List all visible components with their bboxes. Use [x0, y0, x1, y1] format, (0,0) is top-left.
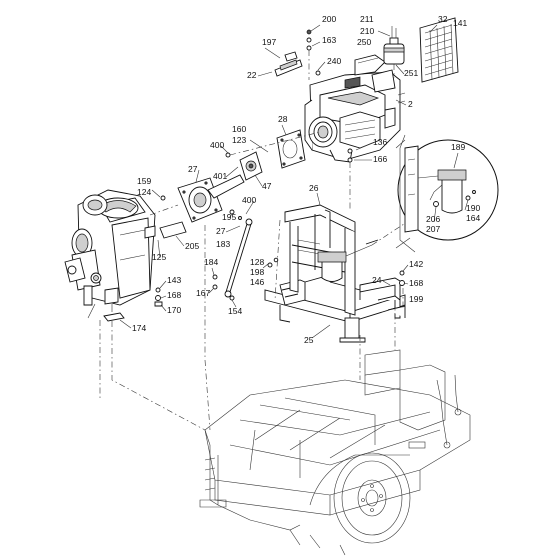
base-plate [99, 312, 206, 431]
pump-assembly [64, 189, 187, 319]
callout-207: 207 [426, 224, 440, 234]
callout-210: 210 [360, 26, 374, 36]
adapter-housing [177, 174, 245, 223]
callout-198: 198 [250, 267, 264, 277]
callout-136: 136 [373, 137, 387, 147]
fuel-filter-center [317, 219, 411, 282]
lifting-frame [284, 204, 356, 316]
trailer-chassis [199, 349, 471, 556]
callout-184: 184 [204, 257, 218, 267]
callout-125: 125 [152, 252, 166, 262]
callout-205: 205 [185, 241, 199, 251]
callout-163: 163 [322, 35, 336, 45]
wheel-tire [309, 452, 411, 544]
callout-labels: 200 163 211 210 250 32 141 197 22 240 25… [132, 14, 480, 345]
support-rod [224, 209, 253, 298]
callout-27-mid: 27 [216, 226, 226, 236]
callout-142: 142 [409, 259, 423, 269]
callout-211: 211 [360, 14, 374, 24]
callout-159: 159 [137, 176, 151, 186]
callout-32: 32 [438, 14, 448, 24]
callout-251: 251 [404, 68, 418, 78]
assembly-leaders [204, 219, 404, 431]
callout-24: 24 [372, 275, 382, 285]
callout-250: 250 [357, 37, 371, 47]
callout-174: 174 [132, 323, 146, 333]
callout-141: 141 [453, 18, 467, 28]
bolt-stack-top [306, 29, 312, 80]
callout-2: 2 [408, 99, 413, 109]
callout-195: 195 [222, 212, 236, 222]
callout-206: 206 [426, 214, 440, 224]
callout-47: 47 [262, 181, 272, 191]
callout-25: 25 [304, 335, 314, 345]
callout-400-mid: 400 [242, 195, 256, 205]
bracket-22 [274, 51, 321, 77]
callout-189: 189 [451, 142, 465, 152]
callout-26: 26 [309, 183, 319, 193]
flange-plate [276, 129, 306, 169]
callout-123: 123 [232, 135, 246, 145]
callout-190: 190 [466, 203, 480, 213]
detail-inset [395, 134, 499, 253]
callout-143: 143 [167, 275, 181, 285]
callout-183: 183 [216, 239, 230, 249]
callout-197: 197 [262, 37, 276, 47]
callout-146: 146 [250, 277, 264, 287]
engine-subframe [264, 274, 406, 343]
callout-199: 199 [409, 294, 423, 304]
callout-168-left: 168 [167, 290, 181, 300]
callout-400-top: 400 [210, 140, 224, 150]
callout-27-top: 27 [188, 164, 198, 174]
callout-167: 167 [196, 288, 210, 298]
callout-154: 154 [228, 306, 242, 316]
callout-168-right: 168 [409, 278, 423, 288]
callout-200: 200 [322, 14, 336, 24]
callout-166: 166 [373, 154, 387, 164]
drive-coupling [225, 131, 321, 189]
radiator-grille [419, 17, 459, 83]
callout-401: 401 [213, 171, 227, 181]
callout-124: 124 [137, 187, 151, 197]
callout-164: 164 [466, 213, 480, 223]
callout-128: 128 [250, 257, 264, 267]
fasteners-misc [154, 148, 405, 307]
engine-block [304, 54, 406, 163]
callout-22: 22 [247, 70, 257, 80]
callout-28: 28 [278, 114, 288, 124]
callout-240: 240 [327, 56, 341, 66]
callout-170: 170 [167, 305, 181, 315]
callout-leaders [119, 24, 469, 339]
fuel-reservoir [383, 26, 405, 78]
callout-160: 160 [232, 124, 246, 134]
